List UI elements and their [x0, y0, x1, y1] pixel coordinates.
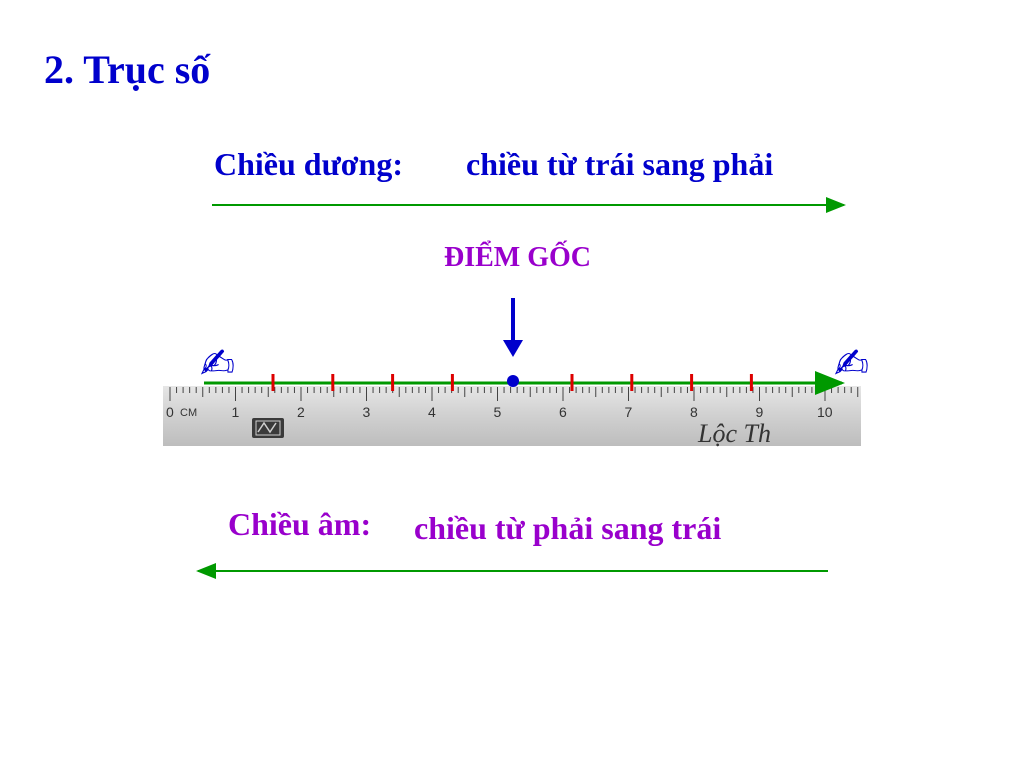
positive-direction-label: Chiều dương: [214, 146, 403, 182]
negative-direction-text: chiều từ phải sang trái [414, 510, 722, 546]
ruler-number: 1 [232, 404, 240, 420]
positive-direction-text: chiều từ trái sang phải [466, 146, 774, 182]
ruler-logo-icon [252, 418, 284, 438]
ruler-number: 5 [494, 404, 502, 420]
writing-hand-icon: ✍ [200, 339, 235, 388]
arrow-down-icon [503, 298, 523, 357]
ruler-number: 0 [166, 404, 174, 420]
ruler-number: 8 [690, 404, 698, 420]
origin-point [507, 375, 519, 387]
axis-ticks [271, 374, 753, 391]
ruler-number: 10 [817, 404, 833, 420]
negative-direction-label: Chiều âm: [228, 506, 372, 542]
writing-hand-icon: ✍ [834, 339, 869, 388]
ruler-number: 4 [428, 404, 436, 420]
ruler-brand-text: Lộc Th [697, 419, 771, 448]
origin-label: ĐIỂM GỐC [444, 242, 591, 273]
ruler-number: 3 [363, 404, 371, 420]
ruler-numbers: 0 1 2 3 4 5 6 7 8 9 10 [166, 404, 833, 420]
slide-title: 2. Trục số [44, 47, 211, 92]
ruler-number: 9 [756, 404, 764, 420]
ruler-number: 2 [297, 404, 305, 420]
ruler-number: 6 [559, 404, 567, 420]
number-axis [204, 371, 845, 395]
ruler-unit-label: CM [180, 407, 197, 419]
ruler: 0 1 2 3 4 5 6 7 8 9 10 CM Lộc Th [163, 386, 861, 448]
ruler-number: 7 [625, 404, 633, 420]
